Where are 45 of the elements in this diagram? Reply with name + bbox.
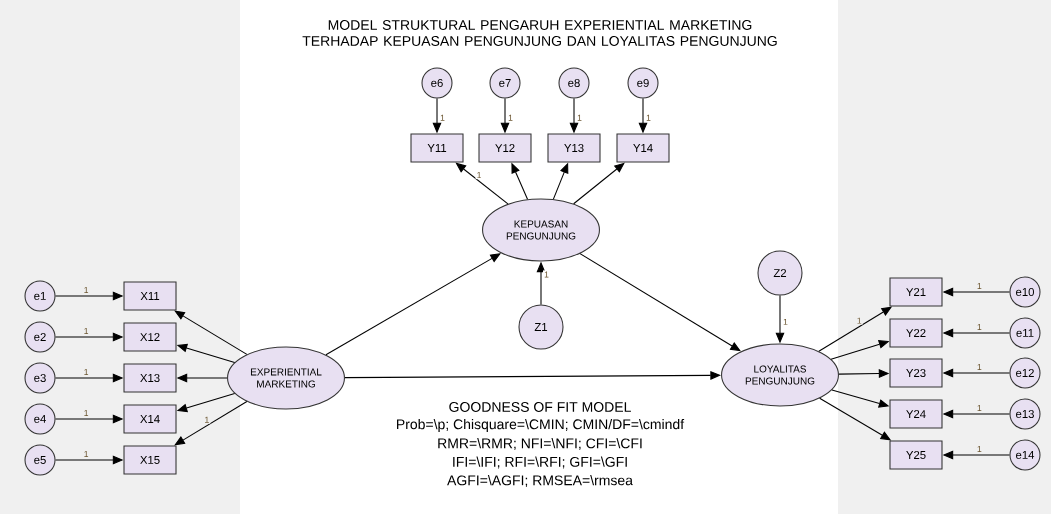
edge-label: 1 [855, 316, 863, 325]
arrow [174, 310, 248, 355]
edge-label: 1 [543, 270, 550, 279]
variable-box: Y24 [889, 399, 943, 429]
fit-statistic-text: GOODNESS OF FIT MODEL [449, 402, 631, 412]
edge-label: 1 [782, 317, 789, 326]
variable-box: X12 [123, 322, 177, 352]
fit-statistic-text: Prob=\p; Chisquare=\CMIN; CMIN/DF=\cmindf [397, 418, 685, 432]
arrow [325, 253, 501, 356]
edge-label: 1 [975, 444, 983, 453]
variable-box: X15 [123, 445, 177, 475]
title: MODEL STRUKTURAL PENGARUH EXPERIENTIAL MARKETING TERHADAP KEPUASAN PENGUNJUNG DAN LOYALITAS PENGUNJUNG [302, 20, 777, 46]
edge-label: 1 [507, 113, 514, 122]
variable-box: X11 [123, 281, 177, 311]
edge-label: 1 [82, 408, 90, 417]
fit-statistic-text: AGFI=\AGFI; RMSEA=\rmsea [447, 475, 633, 487]
variable-box: Y11 [410, 133, 464, 163]
variable-box: Y21 [889, 277, 943, 307]
variable-box: Y23 [889, 358, 943, 388]
edge-label: 1 [475, 171, 483, 180]
edge-label: 1 [439, 113, 446, 122]
fit-statistic-text: RMR=\RMR; NFI=\NFI; CFI=\CFI [438, 438, 642, 450]
edge-label: 1 [975, 322, 983, 331]
edge-label: 1 [975, 281, 983, 290]
edge-label: 1 [975, 362, 983, 371]
edge-label: 1 [975, 403, 983, 412]
edge-label: 1 [82, 285, 90, 294]
edge-label: 1 [645, 113, 652, 122]
edge-label: 1 [576, 113, 583, 122]
variable-box: Y13 [547, 133, 601, 163]
arrow [579, 253, 741, 352]
variable-box: X13 [123, 363, 177, 393]
edge-label: 1 [82, 326, 90, 335]
variable-box: Y22 [889, 318, 943, 348]
variable-box: X14 [123, 404, 177, 434]
arrow [174, 401, 248, 446]
variable-box: Y12 [478, 133, 532, 163]
variable-box: Y14 [616, 133, 670, 163]
edge-label: 1 [82, 367, 90, 376]
variable-box: Y25 [889, 440, 943, 470]
arrow [344, 370, 721, 380]
fit-statistic-text: IFI=\IFI; RFI=\RFI; GFI=\GFI [453, 456, 627, 469]
edge-label: 1 [203, 415, 211, 424]
arrow [573, 162, 625, 205]
edge-label: 1 [82, 449, 90, 458]
